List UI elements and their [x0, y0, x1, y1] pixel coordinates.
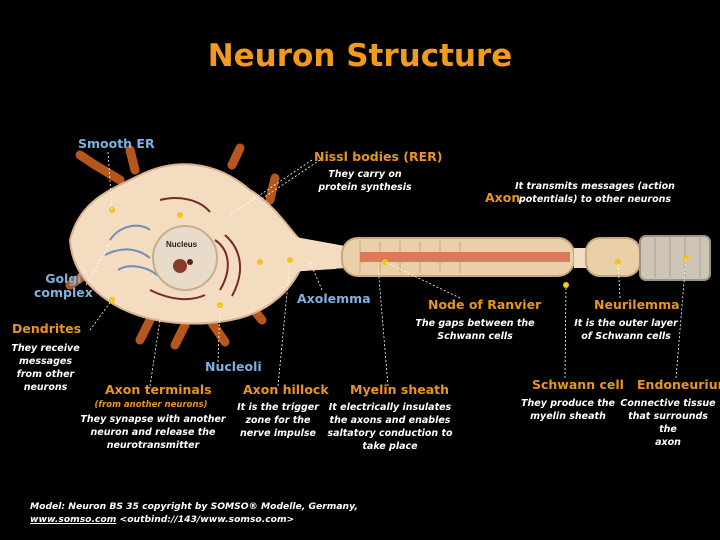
- smooth-er-membranes: [104, 224, 159, 277]
- label-nucleus: Nucleus: [166, 240, 198, 249]
- label-axon: Axon: [485, 190, 521, 205]
- credit-line-1: Model: Neuron BS 35 copyright by SOMSO® …: [30, 501, 358, 512]
- desc-axon-terminals: They synapse with another neuron and rel…: [80, 414, 226, 451]
- somso-link[interactable]: www.somso.com: [30, 514, 117, 525]
- label-golgi-complex: Golgi complex: [34, 271, 93, 300]
- credit-line-2: www.somso.com <outbind://143/www.somso.c…: [30, 513, 358, 526]
- leader-lines: [85, 151, 687, 387]
- label-endoneurium: Endoneurium: [637, 377, 720, 392]
- label-myelin-sheath: Myelin sheath: [350, 382, 450, 397]
- nucleolus-shape: [173, 259, 187, 273]
- endoneurium-block: [639, 235, 711, 281]
- model-credit: Model: Neuron BS 35 copyright by SOMSO® …: [30, 500, 358, 526]
- label-nissl-bodies: Nissl bodies (RER): [314, 149, 443, 164]
- label-dendrites: Dendrites: [12, 321, 82, 336]
- myelin-segment-2: [585, 237, 641, 277]
- nucleolus-shape: [187, 259, 193, 265]
- label-axolemma: Axolemma: [297, 291, 371, 306]
- rough-er-membranes: [149, 197, 242, 301]
- label-node-of-ranvier: Node of Ranvier: [428, 297, 542, 312]
- credit-outbind-text: <outbind://143/www.somso.com>: [116, 514, 295, 525]
- label-nucleoli: Nucleoli: [205, 359, 262, 374]
- desc-axon: It transmits messages (action potentials…: [515, 181, 675, 205]
- label-neurilemma: Neurilemma: [594, 297, 680, 312]
- desc-endoneurium: Connective tissue that surrounds the axo…: [620, 398, 716, 448]
- desc-node-of-ranvier: The gaps between the Schwann cells: [415, 318, 535, 342]
- label-schwann-cell: Schwann cell: [532, 377, 624, 392]
- desc-axon-hillock: It is the trigger zone for the nerve imp…: [237, 402, 319, 439]
- axon-hillock-shape: [290, 236, 345, 272]
- node-of-ranvier-gap: [574, 248, 588, 268]
- label-smooth-er: Smooth ER: [78, 136, 155, 151]
- desc-myelin-sheath: It electrically insulates the axons and …: [327, 402, 453, 452]
- label-axon-terminals: Axon terminals: [105, 382, 212, 397]
- nucleus-shape: [152, 225, 218, 291]
- desc-axon-terminals-source: (from another neurons): [94, 400, 208, 410]
- page-title: Neuron Structure: [207, 38, 513, 74]
- desc-nissl-bodies: They carry on protein synthesis: [318, 169, 412, 193]
- axon-core: [360, 252, 570, 262]
- desc-schwann-cell: They produce the myelin sheath: [521, 398, 615, 422]
- desc-neurilemma: It is the outer layer of Schwann cells: [574, 318, 678, 342]
- desc-dendrites: They receive messages from other neurons: [11, 343, 80, 393]
- label-axon-hillock: Axon hillock: [243, 382, 329, 397]
